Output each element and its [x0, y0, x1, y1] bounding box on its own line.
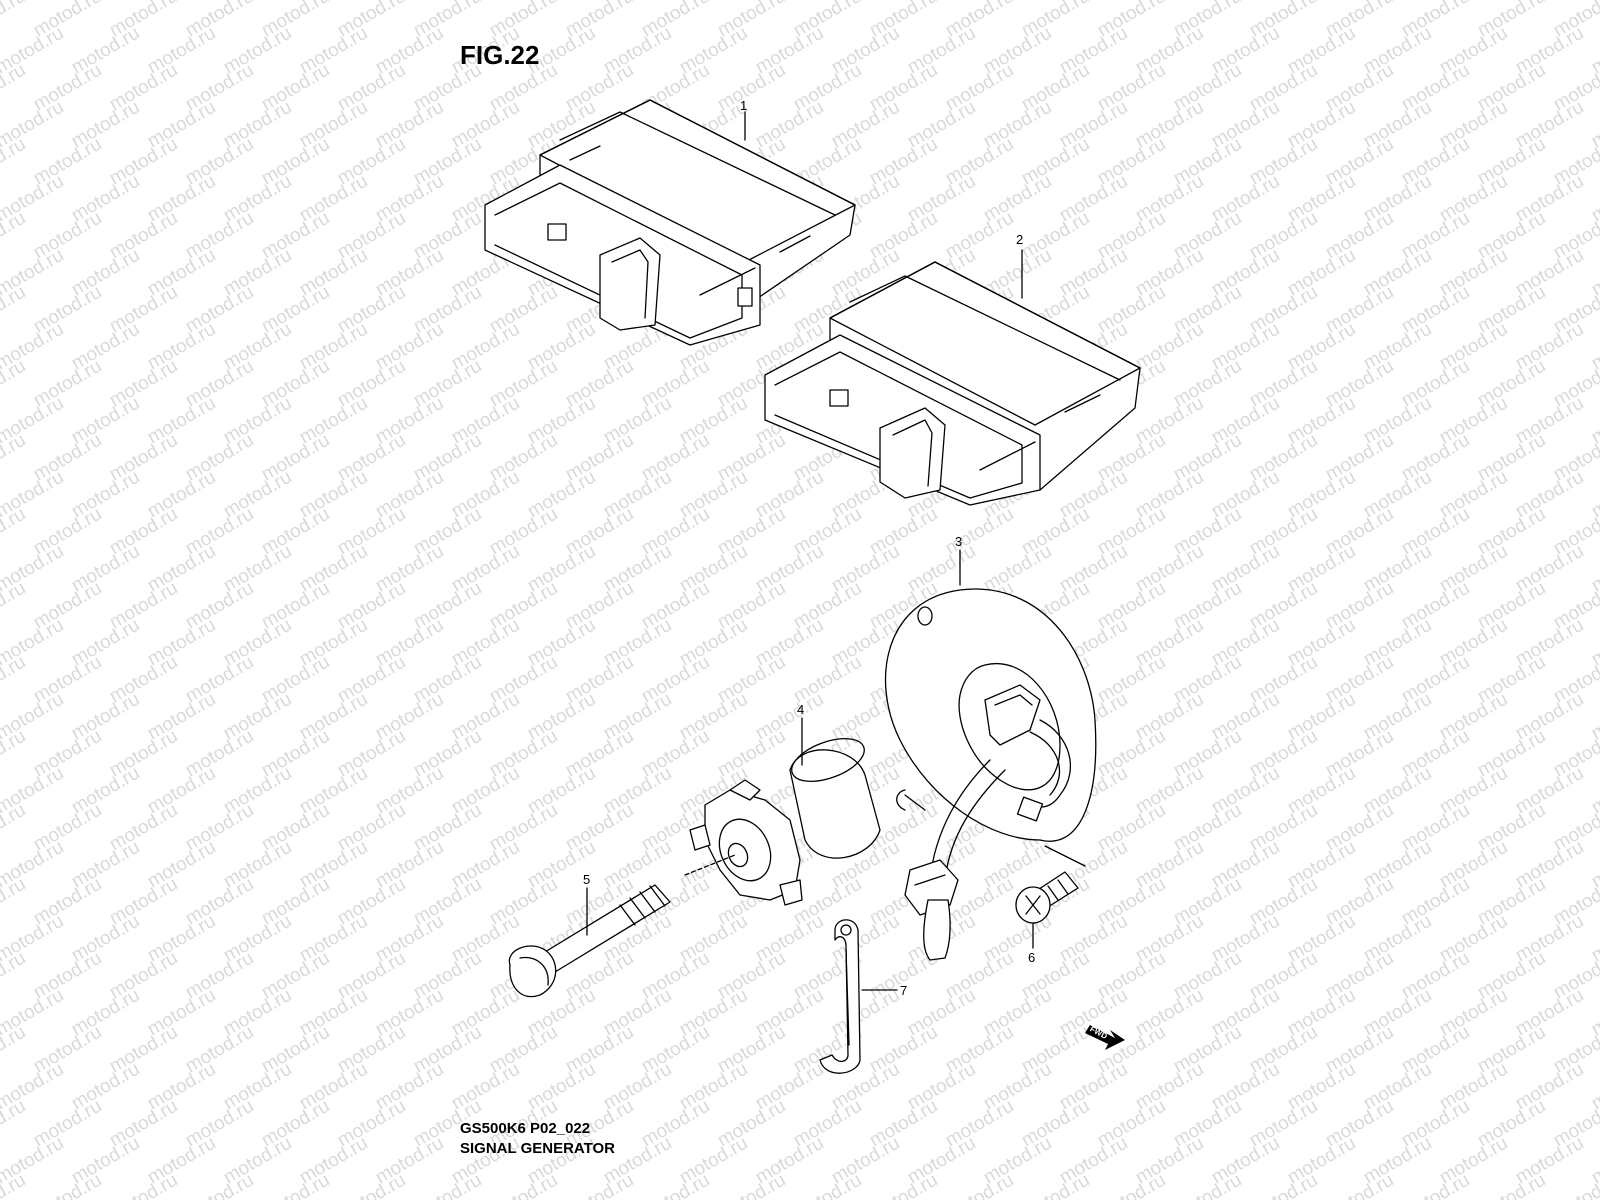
- part-4-rotor: [689, 738, 881, 906]
- callout-3: 3: [955, 534, 962, 549]
- part-5-bolt: [508, 854, 736, 998]
- part-3-signal-plate: [884, 588, 1097, 961]
- callout-4: 4: [797, 702, 804, 717]
- part-2-connector: [764, 261, 1141, 506]
- figure-title: FIG.22: [460, 40, 540, 70]
- part-7-clamp: [819, 919, 861, 1074]
- callout-7: 7: [900, 983, 907, 998]
- model-code: GS500K6 P02_022: [460, 1120, 591, 1137]
- part-6-screw: [1015, 871, 1079, 924]
- callout-6: 6: [1028, 950, 1035, 965]
- section-name: SIGNAL GENERATOR: [460, 1140, 616, 1157]
- callout-2: 2: [1016, 232, 1023, 247]
- callout-1: 1: [740, 98, 747, 113]
- fwd-arrow-icon: FWD: [1085, 1024, 1125, 1050]
- part-1-connector: [484, 99, 856, 346]
- callout-5: 5: [583, 872, 590, 887]
